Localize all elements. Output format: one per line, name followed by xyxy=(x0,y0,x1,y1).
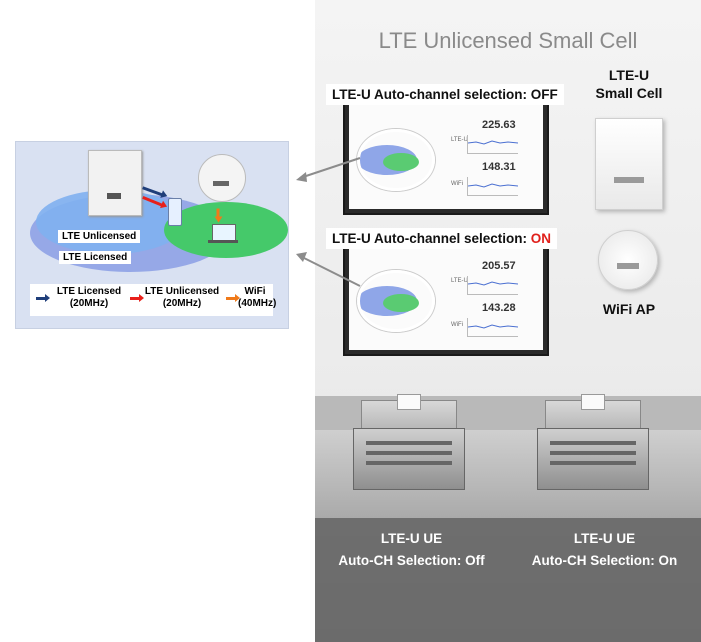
ue-box-card xyxy=(581,394,605,410)
caption-left: LTE-U UE Auto-CH Selection: Off xyxy=(315,528,508,572)
legend-unlicensed-arrow-icon xyxy=(130,294,144,302)
wall-title: LTE Unlicensed Small Cell xyxy=(378,28,638,53)
lte-u-small-cell-device xyxy=(595,118,663,210)
wifi-arrow-icon xyxy=(216,208,220,219)
wifi-throughput-graph xyxy=(467,318,518,337)
lte-u-throughput-graph xyxy=(467,135,518,154)
wifi-throughput-value: 148.31 xyxy=(482,161,516,173)
lte-u-throughput-graph xyxy=(467,276,518,295)
caption-left-line2: Auto-CH Selection: Off xyxy=(338,553,485,568)
lte-u-throughput-value: 225.63 xyxy=(482,119,516,131)
lte-licensed-label: LTE Licensed xyxy=(59,251,132,264)
callout-auto-channel-on: LTE-U Auto-channel selection: ON xyxy=(326,228,558,249)
callout-prefix: LTE-U Auto-channel selection: xyxy=(332,231,531,246)
highlight-circle xyxy=(357,270,435,332)
legend-item-wifi: WiFi(40MHz) xyxy=(238,286,277,309)
legend: LTE Licensed(20MHz) LTE Unlicensed(20MHz… xyxy=(30,284,277,316)
wifi-ap-device xyxy=(598,230,658,290)
lte-u-throughput-value: 205.57 xyxy=(482,260,516,272)
caption-right-background xyxy=(508,518,701,642)
phone-icon xyxy=(168,198,182,226)
laptop-icon xyxy=(208,224,238,243)
wifi-side-label: WiFi xyxy=(451,181,463,187)
connector-top-arrowhead-icon xyxy=(296,172,307,182)
wifi-ap-label: WiFi AP xyxy=(602,301,656,317)
monitor-bottom-screen: LTE-U 205.57 WiFi 143.28 xyxy=(349,242,543,350)
ue-box-card xyxy=(397,394,421,410)
wifi-ap-device-icon xyxy=(198,154,246,202)
caption-right-line1: LTE-U UE xyxy=(573,531,636,546)
caption-right: LTE-U UE Auto-CH Selection: On xyxy=(508,528,701,572)
callout-on-value: ON xyxy=(530,231,552,246)
caption-right-line2: Auto-CH Selection: On xyxy=(531,553,678,568)
monitor-top: LTE-U 225.63 WiFi 148.31 xyxy=(343,95,549,215)
legend-item-licensed: LTE Licensed(20MHz) xyxy=(56,286,122,309)
ue-box-right xyxy=(537,394,649,496)
wifi-side-label: WiFi xyxy=(451,322,463,328)
booth-photo: LTE Unlicensed Small Cell LTE-U 225.63 W… xyxy=(315,0,701,642)
monitor-bottom: LTE-U 205.57 WiFi 143.28 xyxy=(343,236,549,356)
ue-box-left xyxy=(353,394,465,496)
ue-box-body xyxy=(353,428,465,490)
lte-small-cell-device-icon xyxy=(88,150,142,216)
callout-auto-channel-off: LTE-U Auto-channel selection: OFF xyxy=(326,84,564,105)
lte-unlicensed-label: LTE Unlicensed xyxy=(58,230,141,243)
monitor-top-screen: LTE-U 225.63 WiFi 148.31 xyxy=(349,101,543,209)
lte-u-side-label: LTE-U xyxy=(451,278,468,284)
wifi-throughput-value: 143.28 xyxy=(482,302,516,314)
lte-u-side-label: LTE-U xyxy=(451,137,468,143)
ue-box-body xyxy=(537,428,649,490)
legend-licensed-arrow-icon xyxy=(36,294,50,302)
caption-left-line1: LTE-U UE xyxy=(380,531,443,546)
caption-left-background xyxy=(315,518,508,642)
legend-wifi-arrow-icon xyxy=(226,294,240,302)
coverage-diagram: LTE Unlicensed LTE Licensed LTE Licensed… xyxy=(15,141,289,329)
legend-item-unlicensed: LTE Unlicensed(20MHz) xyxy=(144,286,220,309)
highlight-circle xyxy=(357,129,435,191)
connector-bottom-arrowhead-icon xyxy=(296,252,307,262)
wifi-throughput-graph xyxy=(467,177,518,196)
